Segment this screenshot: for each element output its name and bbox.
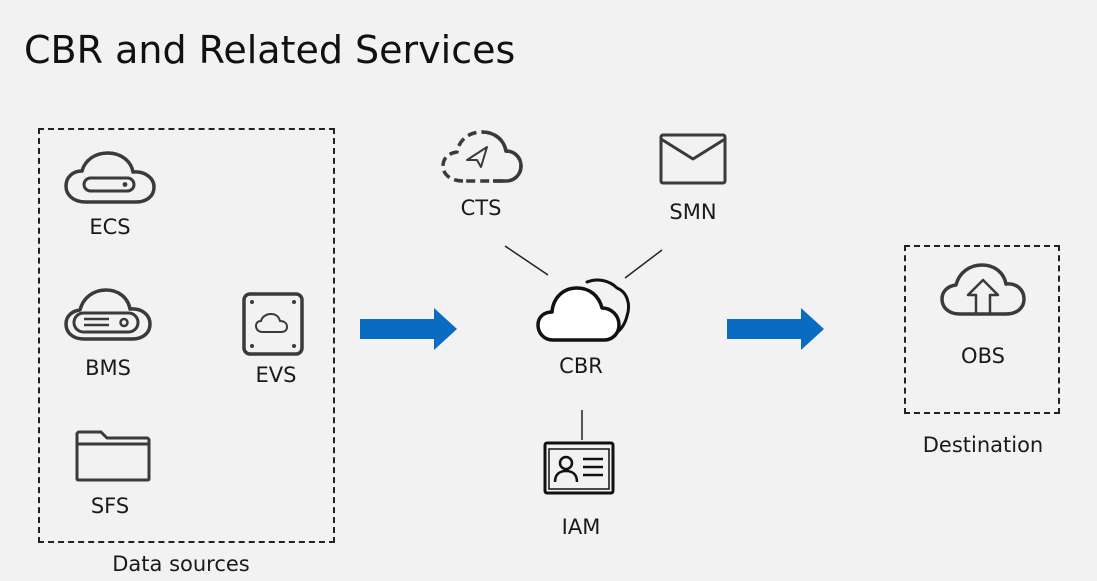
cts-cloud-trace-icon [439,127,523,185]
obs-object-storage-icon [940,262,1026,318]
bms-label: BMS [85,356,131,380]
data-sources-box [38,128,335,543]
iam-label: IAM [561,515,601,539]
diagram-title: CBR and Related Services [24,28,516,72]
cts-connector [504,245,549,276]
smn-message-envelope-icon [659,133,727,185]
smn-label: SMN [669,200,717,224]
data-sources-label: Data sources [112,552,250,576]
smn-connector [624,249,663,279]
sfs-label: SFS [90,494,130,518]
ecs-cloud-server-icon [64,150,156,206]
evs-label: EVS [255,363,297,387]
obs-label: OBS [961,344,1005,368]
destination-label: Destination [922,433,1044,457]
destination-box [904,245,1060,414]
iam-id-card-icon [543,441,615,495]
sfs-folder-icon [75,430,151,482]
evs-volume-icon [242,292,304,356]
cbr-cloud-backup-icon [535,272,635,344]
bms-bare-metal-server-icon [64,286,152,342]
flow-arrow-to-obs-icon [727,308,825,350]
ecs-label: ECS [89,215,131,239]
cbr-label: CBR [559,354,603,378]
flow-arrow-to-cbr-icon [360,308,458,350]
cts-label: CTS [460,196,502,220]
